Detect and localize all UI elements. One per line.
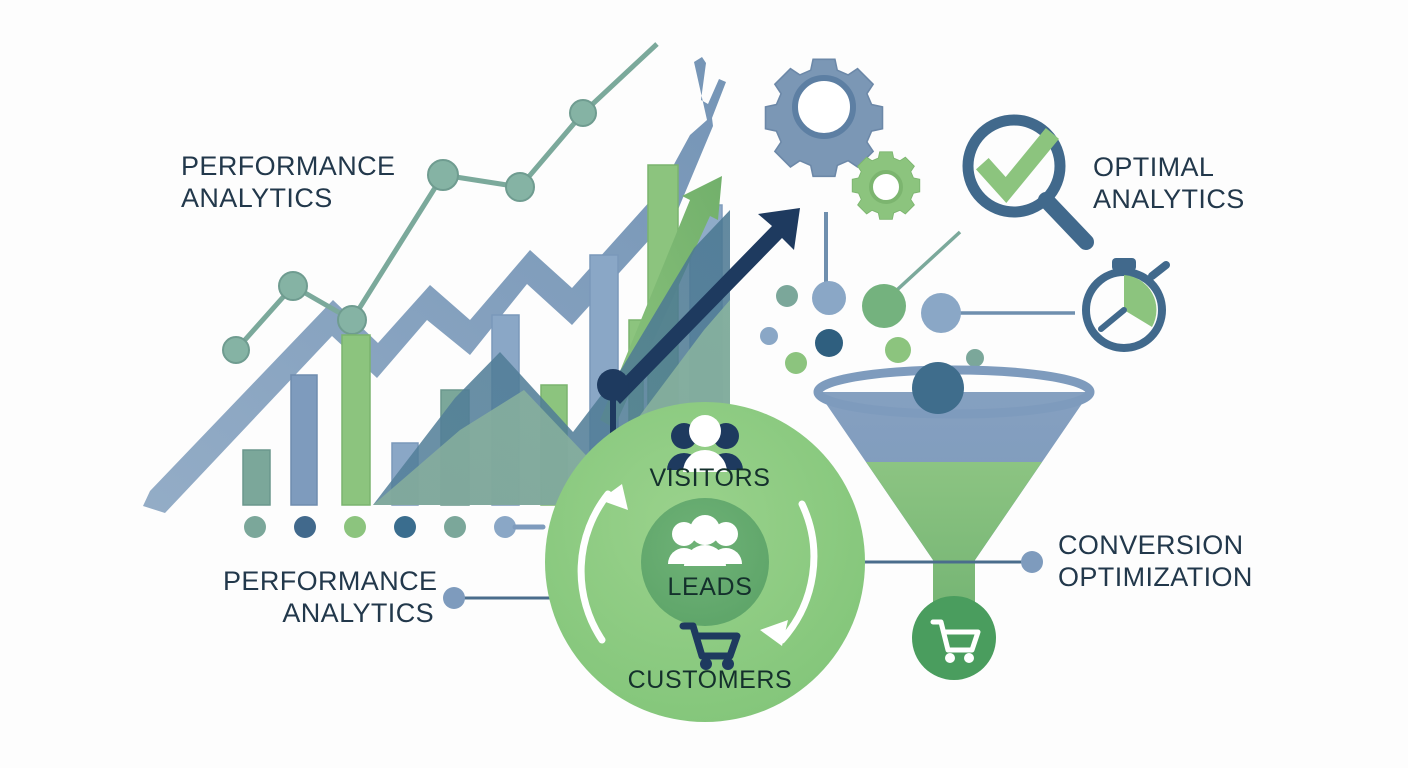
axis-dot [344,516,366,538]
ring-label-customers: CUSTOMERS [627,666,793,694]
trend-arrow-blue [143,57,726,513]
line-series-green [222,42,659,364]
connector-line [884,230,962,302]
axis-dot [444,516,466,538]
funnel-icon [813,362,1095,620]
label-performance-analytics-bottom: PERFORMANCE ANALYTICS [223,566,438,628]
bar [242,449,271,506]
label-optimal-analytics: OPTIMAL ANALYTICS [1093,152,1245,214]
ring-label-leads: LEADS [667,573,753,601]
shopping-cart-badge [912,596,996,680]
people-group-icon-visitors [667,415,743,472]
stopwatch-icon [1082,258,1170,352]
data-node [597,369,629,401]
label-performance-analytics-top: PERFORMANCE ANALYTICS [181,151,396,213]
gear-small-icon [851,151,921,220]
axis-dot [294,516,316,538]
axis-dot-row [244,516,546,538]
axis-dot [494,516,516,538]
bar [290,374,318,506]
magnifier-check-icon [962,114,1094,250]
gear-icon [764,58,884,178]
axis-dot [244,516,266,538]
shopping-cart-icon-customers [679,622,741,670]
axis-dot [394,516,416,538]
network-dots [760,281,984,374]
bar [341,334,371,506]
label-conversion-optimization: CONVERSION OPTIMIZATION [1058,530,1253,592]
people-group-icon-leads [668,515,742,566]
funnel-input-ball [912,362,964,414]
ring-label-visitors: VISITORS [649,464,771,492]
